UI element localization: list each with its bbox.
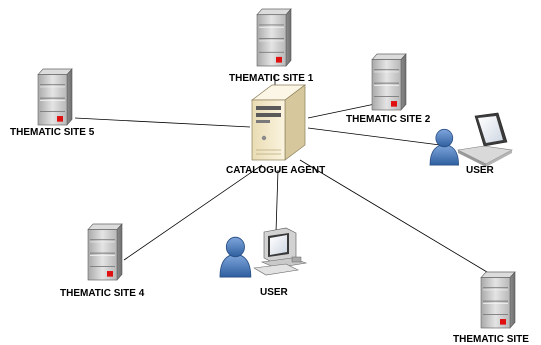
thematic-site-3: THEMATIC SITE <box>453 271 529 345</box>
link-agent-user-laptop <box>307 127 441 146</box>
node-label: CATALOGUE AGENT <box>226 165 325 176</box>
node-label: THEMATIC SITE 1 <box>229 73 314 84</box>
link-agent-site2 <box>307 103 376 119</box>
server-icon <box>371 53 407 111</box>
node-label: USER <box>466 165 495 176</box>
server-icon <box>37 68 73 126</box>
node-label: THEMATIC SITE 2 <box>346 114 431 125</box>
thematic-site-2: THEMATIC SITE 2 <box>346 53 431 125</box>
link-agent-site5 <box>74 117 251 128</box>
link-agent-site4 <box>123 164 263 261</box>
server-icon <box>87 223 123 281</box>
person-icon <box>219 236 252 278</box>
link-agent-site3 <box>299 159 493 276</box>
person-icon <box>429 128 460 166</box>
link-agent-user-desktop <box>275 169 279 233</box>
thematic-site-5: THEMATIC SITE 5 <box>10 68 95 138</box>
server-icon <box>480 271 516 329</box>
node-label: USER <box>260 287 289 298</box>
catalogue-agent: CATALOGUE AGENT <box>226 84 325 176</box>
desktop-computer-icon <box>253 227 308 276</box>
tower-server-icon <box>250 84 307 161</box>
user-laptop: USER <box>429 112 513 176</box>
node-label: THEMATIC SITE 5 <box>10 127 95 138</box>
node-label: THEMATIC SITE <box>453 334 529 345</box>
laptop-icon <box>457 112 513 167</box>
thematic-site-4: THEMATIC SITE 4 <box>60 223 145 299</box>
connection-lines <box>74 74 493 276</box>
thematic-site-1: THEMATIC SITE 1 <box>229 8 314 84</box>
server-icon <box>256 8 292 67</box>
node-label: THEMATIC SITE 4 <box>60 288 145 299</box>
user-desktop: USER <box>219 227 308 298</box>
